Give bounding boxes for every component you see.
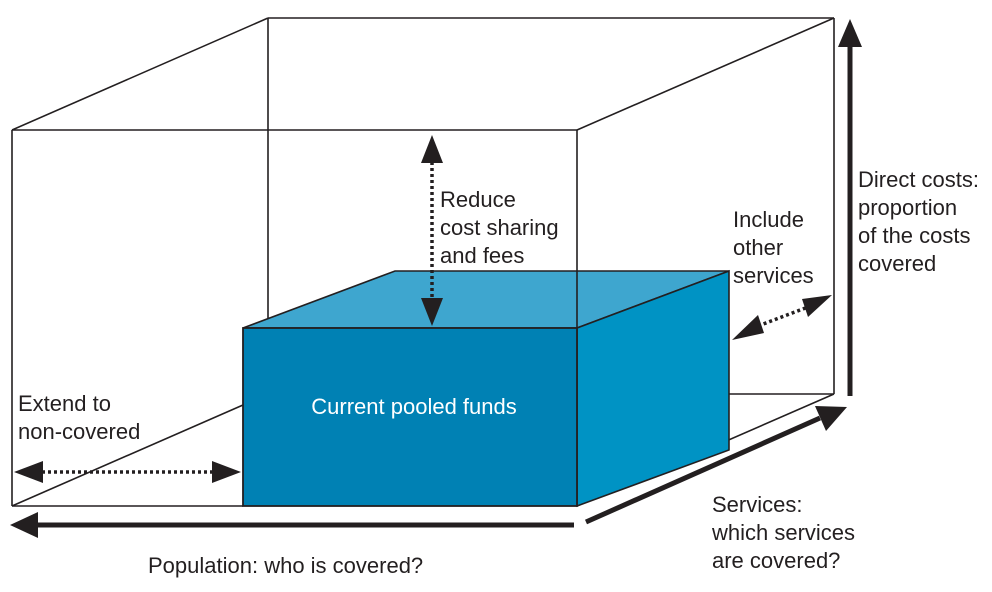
pooled-funds-box: Current pooled funds	[242, 269, 730, 508]
axis-up-arrow-icon	[838, 19, 862, 47]
top-right-depth-edge	[576, 17, 835, 131]
axis-diagonal-arrow-icon	[815, 406, 847, 431]
services-label: Services: which services are covered?	[711, 492, 861, 573]
arrow-right-head-icon	[802, 295, 832, 317]
extend-arrow	[14, 461, 241, 483]
reduce-cost-arrow	[421, 135, 443, 326]
include-services-arrow	[732, 295, 832, 340]
arrow-left-head-icon	[14, 461, 43, 483]
population-label: Population: who is covered?	[148, 553, 423, 578]
top-left-depth-edge	[11, 17, 269, 131]
arrow-right-head-icon	[212, 461, 241, 483]
direct-costs-label: Direct costs: proportion of the costs co…	[858, 167, 985, 276]
services-axis	[584, 406, 847, 525]
axis-left-arrow-icon	[10, 512, 38, 538]
box-front-face	[242, 327, 578, 507]
arrow-up-head-icon	[421, 135, 443, 163]
arrow-left-head-icon	[732, 315, 764, 340]
reduce-cost-label: Reduce cost sharing and fees	[440, 187, 565, 268]
bottom-left-depth-edge	[11, 404, 244, 507]
population-axis	[10, 512, 574, 538]
include-services-label: Include other services	[733, 207, 814, 288]
box-label: Current pooled funds	[311, 394, 516, 419]
extend-label: Extend to non-covered	[18, 391, 140, 444]
direct-costs-axis	[838, 19, 862, 396]
outer-cube	[11, 17, 835, 507]
arrow-down-head-icon	[421, 298, 443, 326]
